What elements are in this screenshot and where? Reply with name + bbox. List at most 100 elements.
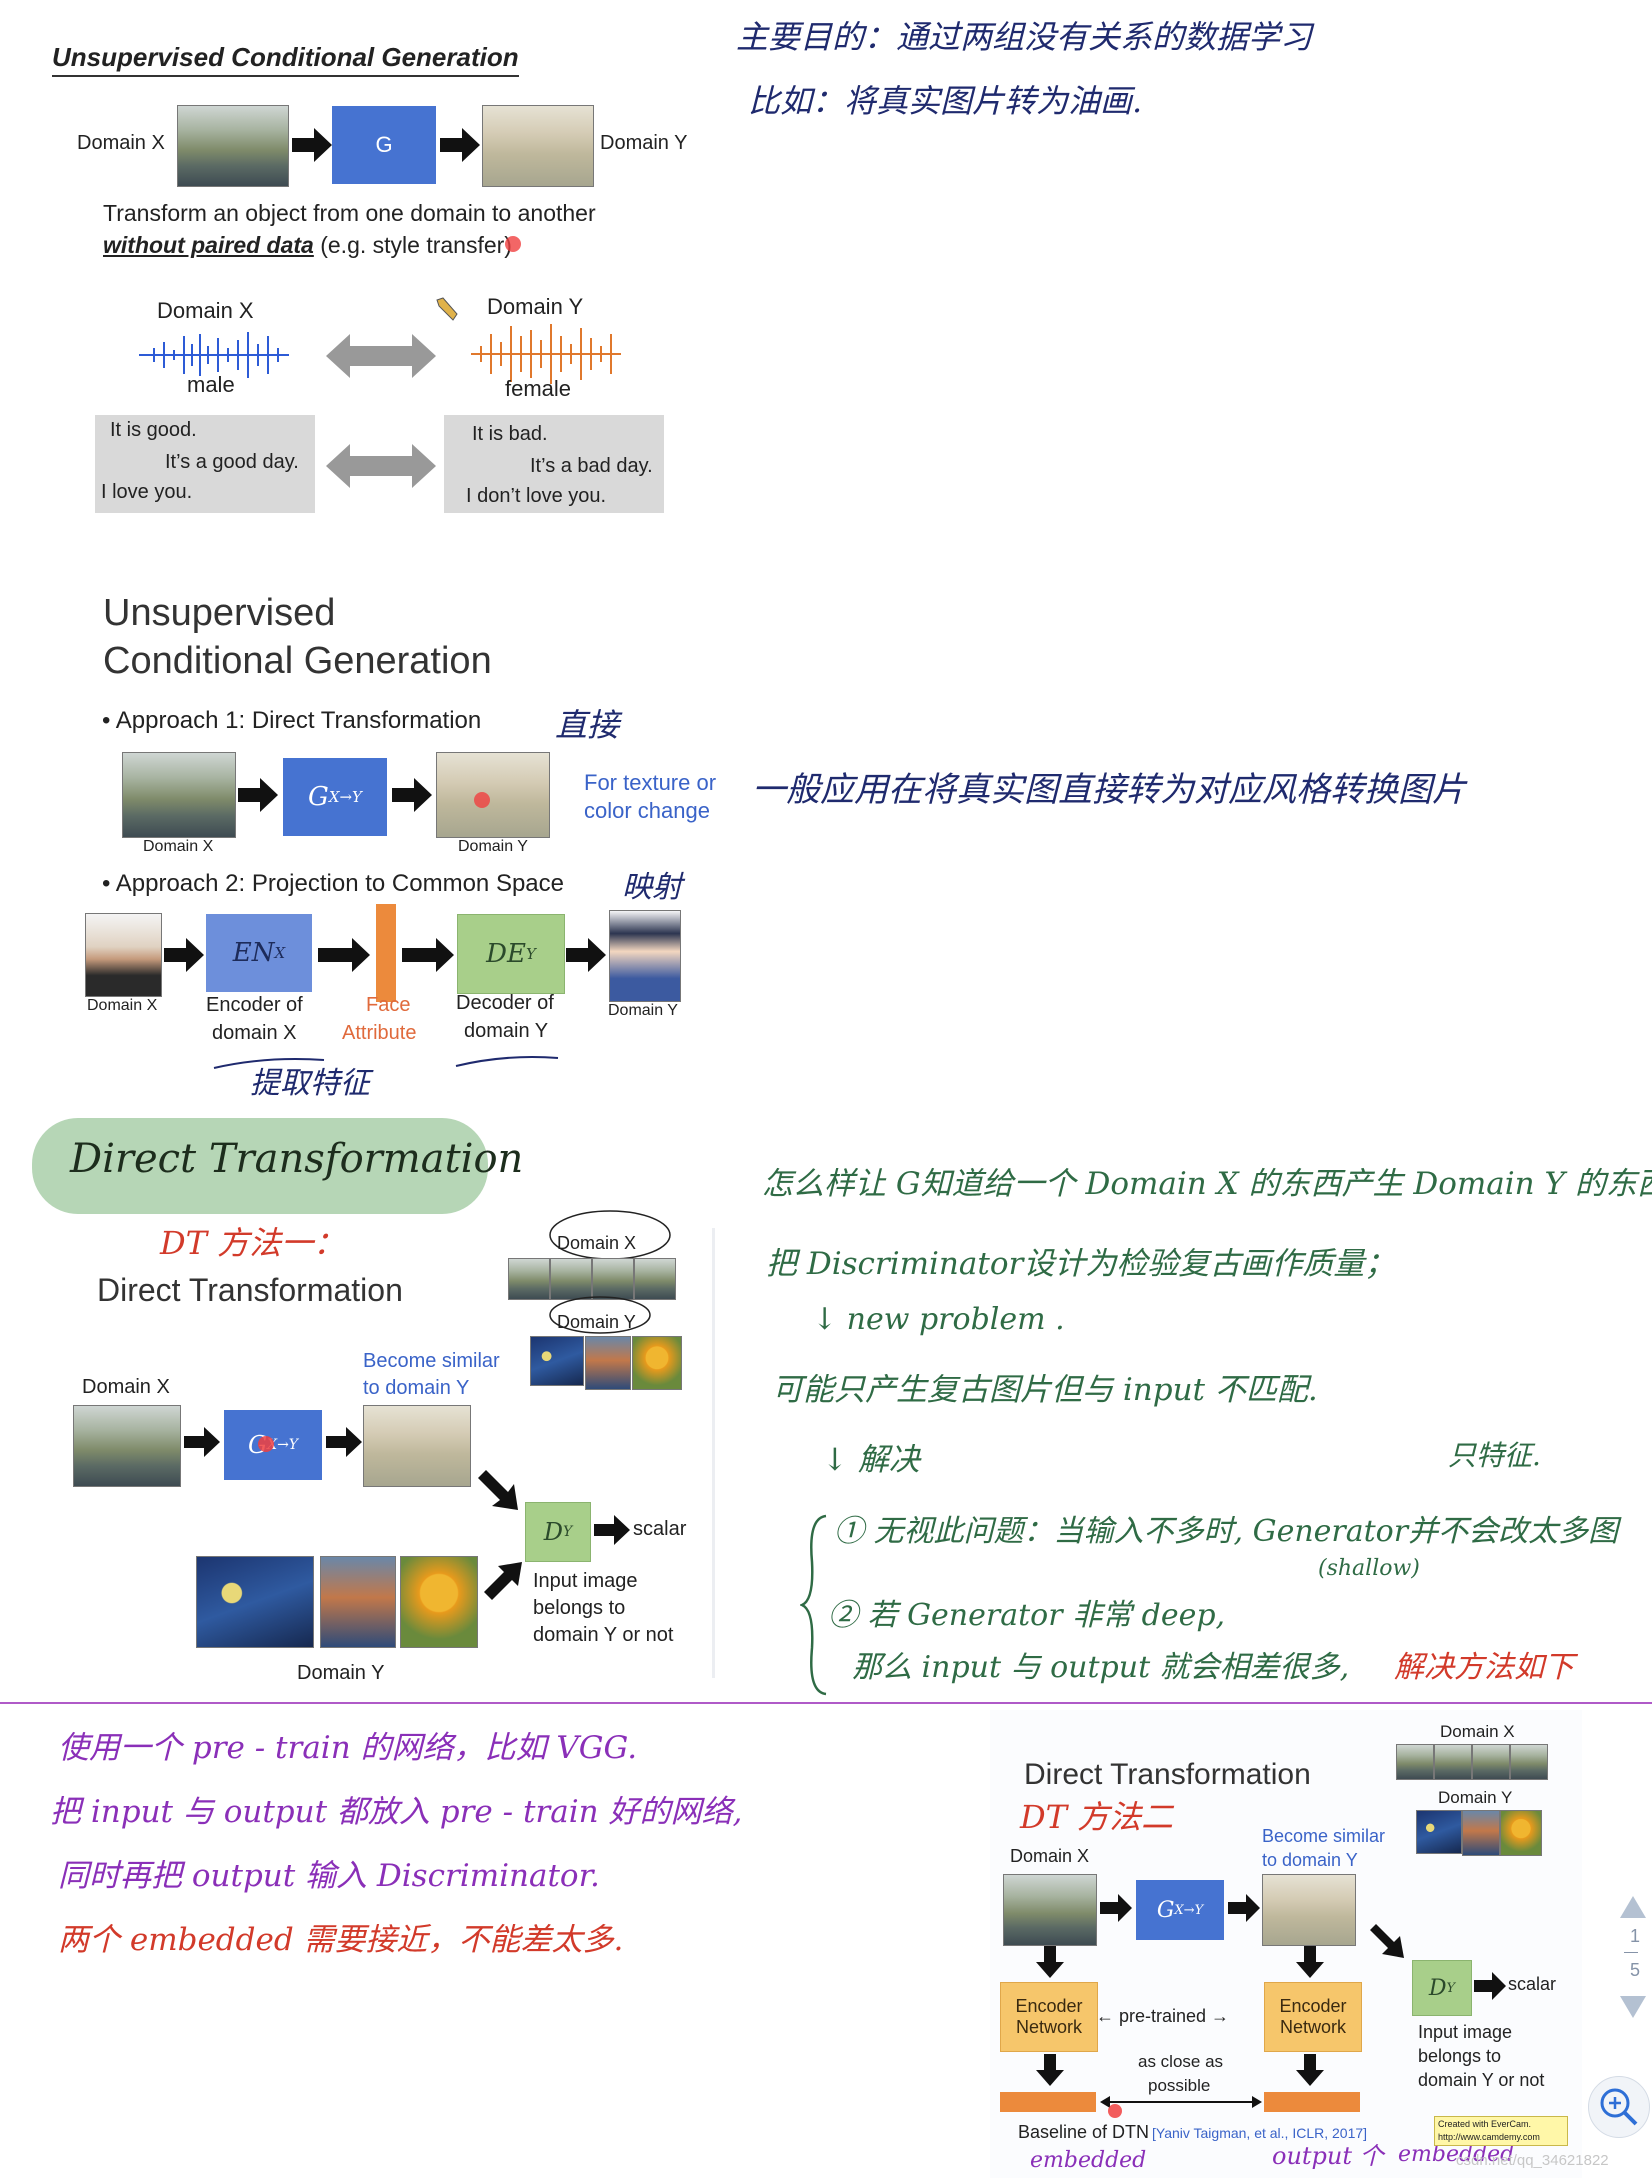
scalar-label: scalar xyxy=(633,1518,687,1540)
approach1-note: 直接 xyxy=(555,706,620,744)
dt-note-5: ↓ 解决 xyxy=(822,1442,920,1478)
approach1-domain-y: Domain Y xyxy=(458,838,528,855)
section2-title-line2: Conditional Generation xyxy=(103,640,492,682)
top-domain-y-thumb-3 xyxy=(632,1336,682,1390)
dt-note-7: ① 无视此问题：当输入不多时, Generator并不会改太多图 xyxy=(834,1514,1619,1549)
dt2-input-image xyxy=(1003,1874,1097,1946)
encoder-label-line1: Encoder xyxy=(1015,1996,1083,2016)
texture-line1: For texture or xyxy=(584,770,717,795)
g-label: G xyxy=(308,782,329,812)
top-domain-y-thumb-1 xyxy=(530,1336,584,1386)
dt2-input-line2: belongs to xyxy=(1418,2046,1502,2066)
dy-subscript: Y xyxy=(1446,1980,1456,1996)
zoom-in-icon xyxy=(1600,2088,1638,2126)
dy-label: D xyxy=(1428,1975,1447,2001)
decoder-caption-line2: domain Y xyxy=(464,1020,549,1042)
arrow-right-icon xyxy=(184,1427,220,1457)
dt2-top-x-thumb-1 xyxy=(1396,1744,1434,1780)
banner-pill xyxy=(32,1118,488,1214)
arrow-right-icon xyxy=(566,938,606,972)
arrow-right-icon xyxy=(594,1515,630,1545)
g-subscript: X→Y xyxy=(267,1437,299,1453)
dt-note-2: 把 Discriminator设计为检验复古画作质量； xyxy=(766,1246,1396,1282)
dt-note-1: 怎么样让 G知道给一个 Domain X 的东西产生 Domain Y 的东西 xyxy=(762,1166,1652,1202)
dt2-scalar-label: scalar xyxy=(1508,1974,1557,1994)
dt2-note-3: 同时再把 output 输入 Discriminator. xyxy=(58,1858,600,1894)
bottom-van-gogh xyxy=(320,1556,396,1648)
approach2-note: 映射 xyxy=(622,870,682,905)
top-domain-y-label: Domain Y xyxy=(557,1312,636,1332)
dt-note-4: 可能只产生复古图片但与 input 不匹配. xyxy=(772,1372,1318,1408)
text-y-line3: I don’t love you. xyxy=(466,485,607,507)
evercam-text: Created with EverCam. http://www.camdemy… xyxy=(1438,2119,1540,2142)
watermark: csdn.net/qq_34621822 xyxy=(1456,2152,1609,2169)
arrow-down-icon xyxy=(1296,1946,1324,1978)
encoder-label-line2: Network xyxy=(1279,2017,1346,2037)
red-cursor-dot xyxy=(505,236,521,252)
evercam-badge: Created with EverCam. http://www.camdemy… xyxy=(1434,2116,1568,2146)
dt2-top-domain-y: Domain Y xyxy=(1438,1788,1513,1807)
arrow-right-icon xyxy=(1228,1894,1260,1922)
label-domain-y: Domain Y xyxy=(600,132,688,154)
dy-subscript: Y xyxy=(563,1524,573,1540)
encoder-label-line1: Encoder xyxy=(1279,1996,1347,2016)
female-label: female xyxy=(505,376,572,401)
de-label: DE xyxy=(486,939,526,969)
page-separator xyxy=(1624,1952,1638,1953)
dt2-slide-title: Direct Transformation xyxy=(1024,1758,1311,1791)
double-arrow-icon xyxy=(326,334,436,378)
flow-output-image xyxy=(363,1405,471,1487)
face-attribute-bar xyxy=(376,904,396,1002)
page-total: 5 xyxy=(1630,1960,1641,1980)
generator-box: G xyxy=(332,106,436,184)
arrow-down-icon xyxy=(1296,2054,1324,2086)
page-down-icon[interactable] xyxy=(1620,1996,1646,2018)
embedded-right-note: embedded xyxy=(1398,2142,1515,2167)
red-cursor-dot xyxy=(258,1436,274,1452)
dt-note-3: ↓ new problem . xyxy=(812,1302,1065,1337)
red-cursor-dot xyxy=(474,792,490,808)
bottom-domain-y-label: Domain Y xyxy=(297,1662,385,1684)
top-domain-x-thumb-4 xyxy=(634,1258,676,1300)
section-divider xyxy=(0,1702,1652,1704)
approach2-output-anime xyxy=(609,910,681,1002)
double-arrow-thin xyxy=(1100,2096,1262,2108)
input-image-line1: Input image xyxy=(533,1570,638,1592)
arrow-right-icon xyxy=(440,128,480,162)
page-current: 1 xyxy=(1630,1926,1641,1946)
embedded-left-note: embedded xyxy=(1030,2148,1147,2173)
g-subscript: X→Y xyxy=(328,788,362,806)
g-subscript: X→Y xyxy=(1174,1902,1204,1918)
dt-note-9: ② 若 Generator 非常 deep, xyxy=(828,1598,1226,1633)
arrow-down-icon xyxy=(1036,2054,1064,2086)
arrow-diagonal-icon xyxy=(484,1562,522,1600)
dy-label: D xyxy=(543,1518,563,1546)
text-x-line2: It’s a good day. xyxy=(165,451,299,473)
top-domain-x-thumb-3 xyxy=(592,1258,634,1300)
audio-domain-y-label: Domain Y xyxy=(487,294,584,319)
image-oil-painting xyxy=(482,105,594,187)
double-arrow-icon xyxy=(326,444,436,488)
section1-description-line2: without paired data (e.g. style transfer… xyxy=(103,232,512,259)
top-domain-x-label: Domain X xyxy=(557,1233,637,1253)
audio-domain-x-label: Domain X xyxy=(157,298,254,323)
baseline-dtn: Baseline of DTN xyxy=(1018,2122,1150,2142)
arrow-right-icon xyxy=(164,938,204,972)
approach2-domain-x: Domain X xyxy=(87,997,158,1014)
dt2-encoder-right: Encoder Network xyxy=(1264,1982,1362,2052)
embedding-right-bar xyxy=(1264,2092,1360,2112)
page-up-icon[interactable] xyxy=(1620,1896,1646,1918)
approach2-label: • Approach 2: Projection to Common Space xyxy=(102,870,564,897)
zoom-in-button[interactable] xyxy=(1588,2076,1650,2138)
face-caption-line2: Attribute xyxy=(342,1022,417,1044)
close-as-line1: as close as xyxy=(1138,2052,1224,2071)
approach1-domain-x: Domain X xyxy=(143,838,214,855)
encoder-caption-line2: domain X xyxy=(212,1022,297,1044)
dt2-top-y-thumb-1 xyxy=(1416,1810,1462,1854)
style-transfer-example: (e.g. style transfer) xyxy=(313,232,512,258)
dt2-note-4: 两个 embedded 需要接近，不能差太多. xyxy=(58,1922,624,1958)
dt2-become-line2: to domain Y xyxy=(1262,1850,1358,1870)
